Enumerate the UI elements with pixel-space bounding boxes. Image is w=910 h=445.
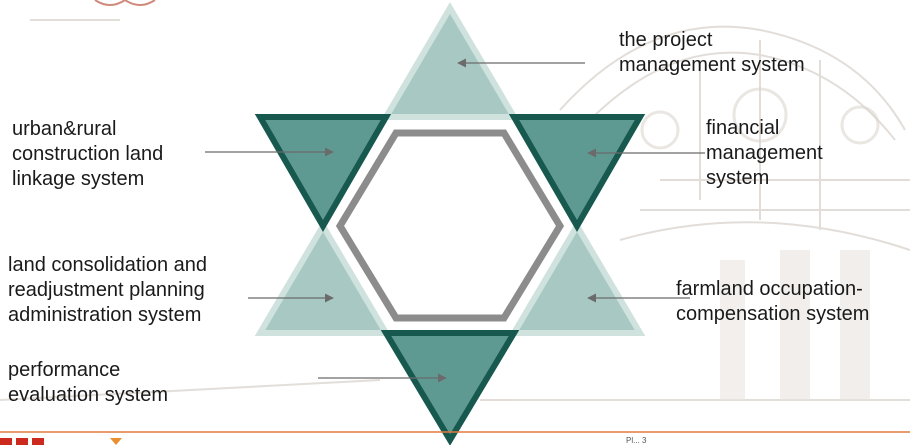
label-line: financial <box>706 117 780 139</box>
label-financial-management-system: financial management system <box>706 116 823 191</box>
label-line: readjustment planning <box>8 279 205 301</box>
triangle-right-lower <box>508 220 646 336</box>
label-line: compensation system <box>676 303 870 325</box>
label-land-consolidation-readjustment-planning-administration-system: land consolidation and readjustment plan… <box>8 253 207 328</box>
triangle-left-lower <box>254 220 392 336</box>
top-left-title-fragment <box>94 0 156 6</box>
label-line: linkage system <box>12 168 145 190</box>
label-line: management system <box>619 54 805 76</box>
label-line: construction land <box>12 143 164 165</box>
label-urban-rural-construction-land-linkage-system: urban&rural construction land linkage sy… <box>12 117 163 192</box>
label-performance-evaluation-system: performance evaluation system <box>8 358 168 408</box>
label-line: the project <box>619 29 713 51</box>
label-line: farmland occupation- <box>676 278 863 300</box>
label-line: management <box>706 142 823 164</box>
label-line: land consolidation and <box>8 254 208 276</box>
footer-page-text: Pl... 3 <box>626 436 647 445</box>
label-project-management-system: the project management system <box>619 28 805 78</box>
label-line: performance <box>8 359 121 381</box>
footer-logo <box>0 438 122 445</box>
label-line: administration system <box>8 304 202 326</box>
label-line: evaluation system <box>8 384 169 406</box>
center-hexagon <box>335 129 565 322</box>
triangle-left-upper <box>254 114 392 232</box>
triangle-bottom <box>380 330 520 445</box>
label-line: system <box>706 167 770 189</box>
triangle-right-upper <box>508 114 646 232</box>
label-line: urban&rural <box>12 118 117 140</box>
label-farmland-occupation-compensation-system: farmland occupation- compensation system <box>676 277 869 327</box>
